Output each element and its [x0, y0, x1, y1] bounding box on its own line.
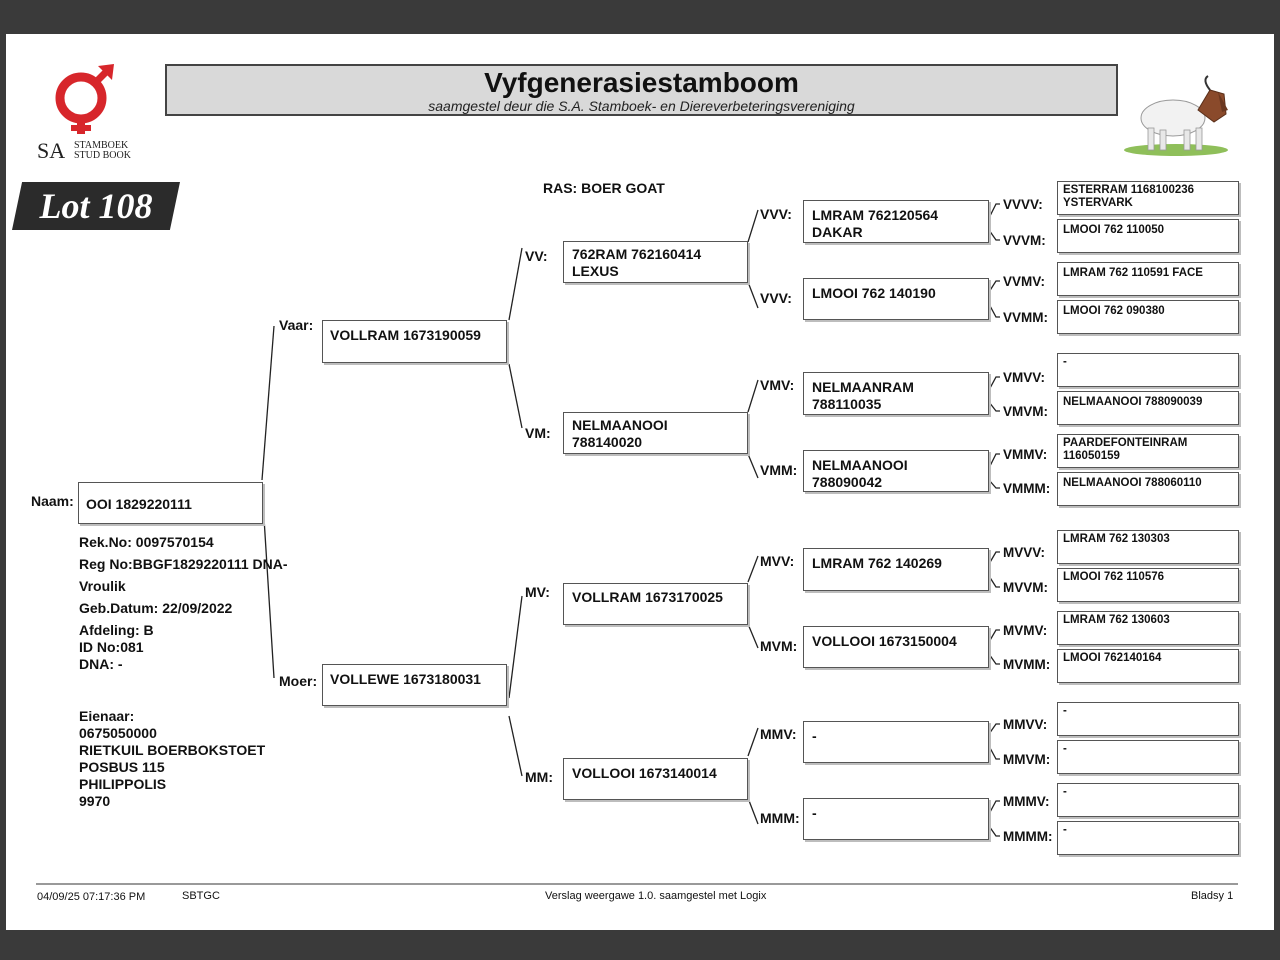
vvv-label: VVV:: [760, 206, 792, 222]
mmvv-label: MMVV:: [1003, 717, 1048, 732]
owner-address1: POSBUS 115: [79, 759, 165, 775]
vmvv-box: -: [1057, 353, 1239, 387]
vv-label: VV:: [525, 248, 548, 264]
mvmm-label: MVMM:: [1003, 657, 1051, 672]
vmm-label: VMM:: [760, 462, 798, 478]
vmmm-box: NELMAANOOI 788060110: [1057, 472, 1239, 506]
mvvv-box: LMRAM 762 130303: [1057, 530, 1239, 564]
vmvm-label: VMVM:: [1003, 404, 1048, 419]
mvv-label: MVV:: [760, 553, 795, 569]
logo-stamboek-text: STAMBOEK: [74, 140, 129, 151]
mmm-box: -: [803, 798, 989, 840]
mvm-label: MVM:: [760, 638, 798, 654]
mmvv-box: -: [1057, 702, 1239, 736]
subject-name-box: OOI 1829220111: [78, 482, 263, 524]
mmmv-label: MMMV:: [1003, 794, 1050, 809]
vvmv-label: VVMV:: [1003, 274, 1046, 289]
vvvv-label: VVVV:: [1003, 197, 1043, 212]
mvm-box: VOLLOOI 1673150004: [803, 626, 989, 668]
owner-name: RIETKUIL BOERBOKSTOET: [79, 742, 266, 758]
vvvv-box: ESTERRAM 1168100236 YSTERVARK: [1057, 181, 1239, 215]
sire-box: VOLLRAM 1673190059: [322, 320, 507, 363]
mmvm-box: -: [1057, 740, 1239, 774]
mvmm-box: LMOOI 762140164: [1057, 649, 1239, 683]
mvmv-box: LMRAM 762 130603: [1057, 611, 1239, 645]
footer-page: Bladsy 1: [1191, 890, 1234, 902]
vv-box: 762RAM 762160414 LEXUS: [563, 241, 748, 283]
vaar-label: Vaar:: [279, 317, 314, 333]
title-banner: Vyfgenerasiestamboom saamgestel deur die…: [165, 64, 1118, 116]
vm-label: VM:: [525, 425, 551, 441]
mm-label: MM:: [525, 769, 553, 785]
vmv-label: VMV:: [760, 377, 795, 393]
lot-number: Lot 108: [39, 186, 153, 226]
mmv-box: -: [803, 721, 989, 763]
boer-goat-illustration: [1118, 70, 1238, 160]
lot-badge: [12, 182, 180, 230]
vmmv-label: VMMV:: [1003, 447, 1048, 462]
mmv-label: MMV:: [760, 726, 797, 742]
vvmm-label: VVMM:: [1003, 310, 1048, 325]
page-title: Vyfgenerasiestamboom: [484, 67, 799, 98]
vvmv-box: LMRAM 762 110591 FACE: [1057, 262, 1239, 296]
mv-box: VOLLRAM 1673170025: [563, 583, 748, 625]
mv-label: MV:: [525, 584, 550, 600]
reg-no: Reg No:BBGF1829220111 DNA-: [79, 556, 288, 572]
breed-label: RAS: BOER GOAT: [543, 180, 665, 196]
mm-box: VOLLOOI 1673140014: [563, 758, 748, 800]
pedigree-connectors: [36, 203, 1238, 885]
vvv-box: LMRAM 762120564 DAKAR: [803, 200, 989, 243]
birth-date: Geb.Datum: 22/09/2022: [79, 600, 233, 616]
vvvm-label: VVVM:: [1003, 233, 1046, 248]
sex: Vroulik: [79, 578, 126, 594]
page-subtitle: saamgestel deur die S.A. Stamboek- en Di…: [428, 98, 855, 114]
mmvm-label: MMVM:: [1003, 752, 1051, 767]
vmmv-box: PAARDEFONTEINRAM 116050159: [1057, 434, 1239, 468]
mmmm-label: MMMM:: [1003, 829, 1053, 844]
mvvv-label: MVVV:: [1003, 545, 1046, 560]
dam-box: VOLLEWE 1673180031: [322, 664, 507, 706]
owner-number: 0675050000: [79, 725, 157, 741]
studbook-symbol-icon: [55, 64, 114, 134]
vmvv-label: VMVV:: [1003, 370, 1046, 385]
vmm-box: NELMAANOOI 788090042: [803, 450, 989, 492]
mvmv-label: MVMV:: [1003, 623, 1048, 638]
vm-box: NELMAANOOI 788140020: [563, 412, 748, 454]
footer-code: SBTGC: [182, 890, 220, 902]
vvm-label: VVV:: [760, 290, 792, 306]
footer-report: Verslag weergawe 1.0. saamgestel met Log…: [545, 890, 767, 902]
mmm-label: MMM:: [760, 810, 800, 826]
vmv-box: NELMAANRAM 788110035: [803, 372, 989, 415]
sa-studbook-logo: [36, 64, 136, 164]
logo-studbook-text: STUD BOOK: [74, 150, 131, 161]
vmmm-label: VMMM:: [1003, 481, 1051, 496]
rek-no: Rek.No: 0097570154: [79, 534, 214, 550]
vvm-box: LMOOI 762 140190: [803, 278, 989, 320]
logo-sa-text: SA: [37, 138, 66, 163]
mmmv-box: -: [1057, 783, 1239, 817]
mmmm-box: -: [1057, 821, 1239, 855]
owner-label: Eienaar:: [79, 708, 135, 724]
mvv-box: LMRAM 762 140269: [803, 548, 989, 591]
owner-postcode: 9970: [79, 793, 111, 809]
mvvm-box: LMOOI 762 110576: [1057, 568, 1239, 602]
pedigree-page: SA STAMBOEK STUD BOOK Vyfgenerasiestambo…: [6, 34, 1274, 930]
mvvm-label: MVVM:: [1003, 580, 1048, 595]
footer-datetime: 04/09/25 07:17:36 PM: [37, 891, 146, 903]
vvvm-box: LMOOI 762 110050: [1057, 219, 1239, 253]
id-no: ID No:081: [79, 639, 144, 655]
vvmm-box: LMOOI 762 090380: [1057, 300, 1239, 334]
naam-label: Naam:: [31, 493, 74, 509]
afdeling: Afdeling: B: [79, 622, 154, 638]
owner-address2: PHILIPPOLIS: [79, 776, 167, 792]
moer-label: Moer:: [279, 673, 318, 689]
vmvm-box: NELMAANOOI 788090039: [1057, 391, 1239, 425]
dna: DNA: -: [79, 656, 123, 672]
